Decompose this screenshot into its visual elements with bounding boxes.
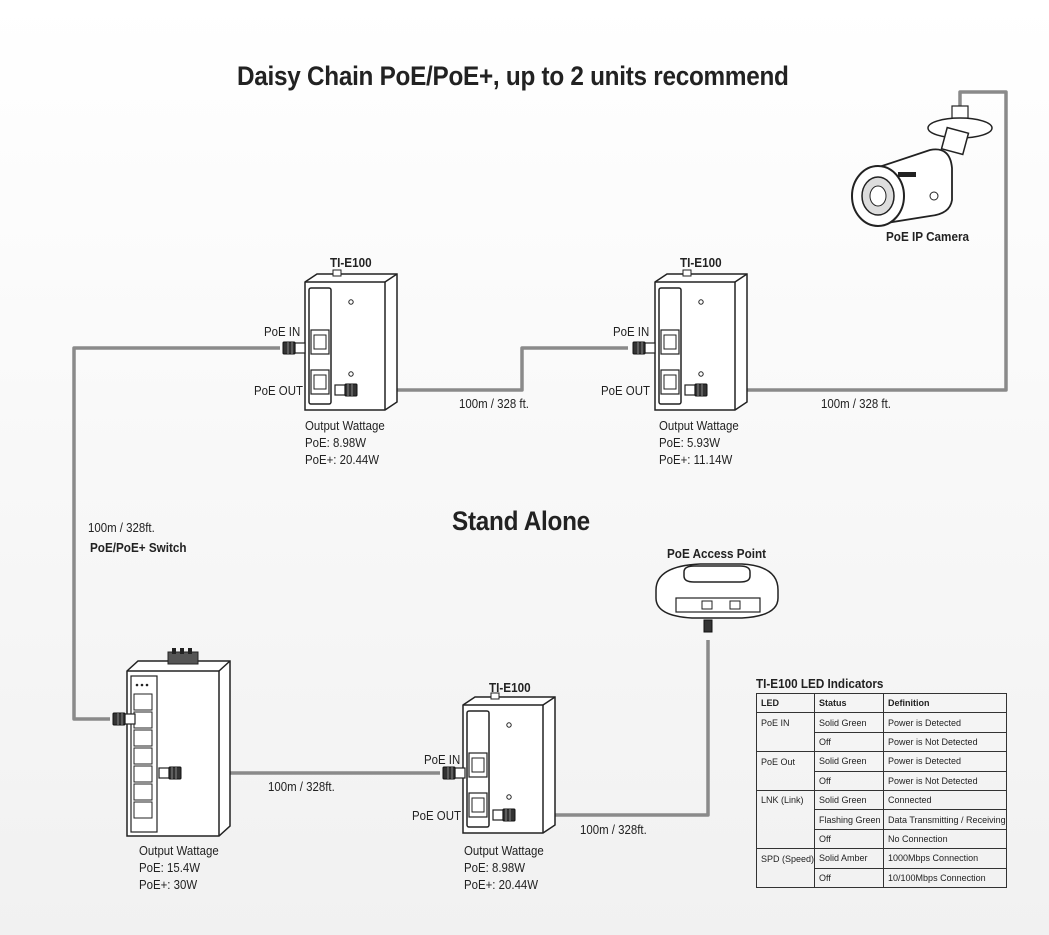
- switch-label: PoE/PoE+ Switch: [90, 540, 187, 555]
- status-cell: Off: [814, 770, 885, 791]
- table-row: SPD (Speed) Solid Amber 1000Mbps Connect…: [755, 848, 1007, 869]
- access-point: [655, 563, 779, 633]
- unit1-poe-in-label: PoE IN: [264, 324, 301, 339]
- led-table-title: TI-E100 LED Indicators: [756, 676, 884, 691]
- unit2-poe-out-label: PoE OUT: [601, 383, 650, 398]
- cable-length-unit2-camera: 100m / 328 ft.: [821, 396, 891, 411]
- led-cell: PoE IN: [755, 712, 816, 733]
- unit3-wattage: Output Wattage PoE: 8.98W PoE+: 20.44W: [464, 843, 544, 892]
- definition-column-header: Definition: [883, 692, 1007, 714]
- cable-unit3-ap: [520, 640, 710, 817]
- unit2-wattage: Output Wattage PoE: 5.93W PoE+: 11.14W: [659, 418, 739, 467]
- status-cell: Solid Green: [814, 712, 885, 733]
- unit3-poe-out-label: PoE OUT: [412, 808, 461, 823]
- cable-unit1-unit2: [360, 346, 628, 392]
- led-cell: [755, 868, 816, 888]
- unit3-poe-in-label: PoE IN: [424, 752, 461, 767]
- definition-cell: 10/100Mbps Connection: [883, 867, 1007, 888]
- cable-length-unit1-unit2: 100m / 328 ft.: [459, 396, 529, 411]
- definition-cell: 1000Mbps Connection: [883, 848, 1007, 869]
- led-cell: PoE Out: [755, 751, 816, 772]
- led-cell: [755, 809, 816, 830]
- status-column-header: Status: [814, 692, 885, 714]
- definition-cell: Power is Detected: [883, 712, 1007, 733]
- table-row: PoE IN Solid Green Power is Detected: [755, 712, 1007, 733]
- status-cell: Solid Green: [814, 789, 885, 811]
- definition-cell: Power is Detected: [883, 751, 1007, 772]
- definition-cell: Data Transmitting / Receiving: [883, 809, 1007, 830]
- status-cell: Solid Amber: [814, 848, 885, 869]
- led-column-header: LED: [755, 692, 816, 714]
- status-cell: Off: [814, 828, 885, 850]
- definition-cell: Power is Not Detected: [883, 731, 1007, 753]
- definition-cell: No Connection: [883, 828, 1007, 850]
- table-row: Off Power is Not Detected: [755, 731, 1007, 753]
- led-cell: SPD (Speed): [755, 848, 816, 869]
- led-cell: [755, 771, 816, 791]
- section-title-stand-alone: Stand Alone: [452, 506, 590, 536]
- led-table-header-row: LED Status Definition: [755, 692, 1007, 714]
- table-row: PoE Out Solid Green Power is Detected: [755, 751, 1007, 772]
- status-cell: Solid Green: [814, 751, 885, 772]
- table-row: Off No Connection: [755, 828, 1007, 850]
- led-cell: [755, 829, 816, 850]
- table-row: Flashing Green Data Transmitting / Recei…: [755, 809, 1007, 830]
- status-cell: Off: [814, 731, 885, 753]
- cable-switch-unit1: [72, 346, 280, 721]
- ip-camera: [851, 105, 993, 227]
- unit2-model-label: TI-E100: [680, 255, 722, 270]
- unit1-wattage: Output Wattage PoE: 8.98W PoE+: 20.44W: [305, 418, 385, 467]
- led-cell: LNK (Link): [755, 789, 816, 810]
- unit1-poe-out-label: PoE OUT: [254, 383, 303, 398]
- definition-cell: Connected: [883, 789, 1007, 811]
- cable-unit2-camera: [711, 90, 1008, 392]
- table-row: LNK (Link) Solid Green Connected: [755, 789, 1007, 811]
- camera-label: PoE IP Camera: [886, 229, 970, 244]
- page-title: Daisy Chain PoE/PoE+, up to 2 units reco…: [237, 61, 789, 91]
- switch-wattage: Output Wattage PoE: 15.4W PoE+: 30W: [139, 843, 219, 892]
- cable-length-switch-unit1: 100m / 328ft.: [88, 520, 155, 535]
- definition-cell: Power is Not Detected: [883, 770, 1007, 791]
- table-row: Off Power is Not Detected: [755, 770, 1007, 791]
- poe-switch: [126, 648, 231, 837]
- status-cell: Off: [814, 867, 885, 888]
- led-cell: [755, 732, 816, 753]
- unit3-model-label: TI-E100: [489, 680, 531, 695]
- table-row: Off 10/100Mbps Connection: [755, 867, 1007, 888]
- unit2-poe-in-label: PoE IN: [613, 324, 650, 339]
- cable-length-unit3-ap: 100m / 328ft.: [580, 822, 647, 837]
- cable-length-switch-unit3: 100m / 328ft.: [268, 779, 335, 794]
- status-cell: Flashing Green: [814, 809, 885, 830]
- led-indicator-table: LED Status Definition PoE IN Solid Green…: [755, 692, 1007, 888]
- unit1-model-label: TI-E100: [330, 255, 372, 270]
- access-point-label: PoE Access Point: [667, 546, 767, 561]
